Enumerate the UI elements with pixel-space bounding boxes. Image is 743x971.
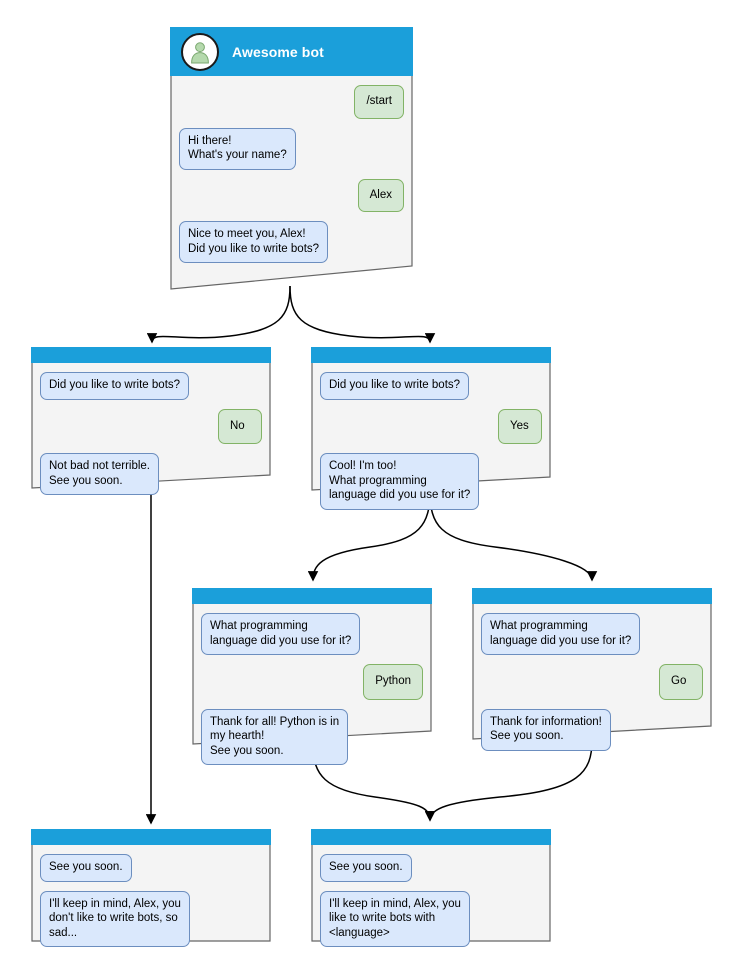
node-start-chat: /start Hi there! What's your name? Alex … bbox=[170, 76, 413, 272]
message-row: No bbox=[40, 408, 262, 444]
node-no-branch[interactable]: Did you like to write bots? No Not bad n… bbox=[31, 347, 271, 495]
message-row: I'll keep in mind, Alex, you like to wri… bbox=[320, 890, 542, 947]
message-row: Python bbox=[201, 664, 423, 700]
node-start[interactable]: Awesome bot /start Hi there! What's your… bbox=[170, 27, 413, 290]
node-end-sad[interactable]: See you soon. I'll keep in mind, Alex, y… bbox=[31, 829, 271, 947]
node-end-sad-titlebar bbox=[31, 829, 271, 845]
bot-message-bubble: What programming language did you use fo… bbox=[201, 613, 361, 655]
bot-message-bubble: I'll keep in mind, Alex, you like to wri… bbox=[320, 890, 470, 947]
bot-message-bubble: Thank for all! Python is in my hearth! S… bbox=[201, 708, 349, 765]
node-python-branch-chat: What programming language did you use fo… bbox=[192, 604, 432, 774]
user-message-bubble: Go bbox=[659, 664, 703, 700]
bot-message-bubble: Not bad not terrible. See you soon. bbox=[40, 453, 160, 495]
node-yes-branch-titlebar bbox=[311, 347, 551, 363]
message-row: Alex bbox=[179, 178, 404, 212]
bot-message-bubble: Thank for information! See you soon. bbox=[481, 708, 611, 751]
edge-start-to-yes bbox=[289, 285, 436, 344]
person-avatar-icon bbox=[181, 32, 219, 71]
user-message-bubble: No bbox=[218, 408, 262, 444]
bot-message-bubble: Did you like to write bots? bbox=[320, 372, 470, 400]
message-row: Go bbox=[481, 664, 703, 700]
message-row: I'll keep in mind, Alex, you don't like … bbox=[40, 890, 262, 947]
message-row: Yes bbox=[320, 408, 542, 444]
user-message-bubble: /start bbox=[354, 85, 404, 119]
message-row: Not bad not terrible. See you soon. bbox=[40, 453, 262, 495]
bot-message-bubble: Did you like to write bots? bbox=[40, 372, 190, 400]
node-go-branch-titlebar bbox=[472, 588, 712, 604]
node-go-branch[interactable]: What programming language did you use fo… bbox=[472, 588, 712, 751]
node-python-branch[interactable]: What programming language did you use fo… bbox=[192, 588, 432, 765]
edge-start-to-no bbox=[146, 285, 291, 344]
node-yes-branch-chat: Did you like to write bots? Yes Cool! I'… bbox=[311, 363, 551, 519]
bot-message-bubble: What programming language did you use fo… bbox=[481, 613, 641, 655]
message-row: Did you like to write bots? bbox=[40, 372, 262, 400]
message-row: Thank for information! See you soon. bbox=[481, 708, 703, 751]
bot-message-bubble: Cool! I'm too! What programming language… bbox=[320, 453, 480, 510]
bot-message-bubble: I'll keep in mind, Alex, you don't like … bbox=[40, 890, 190, 947]
bot-name-title: Awesome bot bbox=[232, 43, 324, 60]
message-row: Did you like to write bots? bbox=[320, 372, 542, 400]
message-row: /start bbox=[179, 85, 404, 119]
message-row: Nice to meet you, Alex! Did you like to … bbox=[179, 221, 404, 263]
message-row: What programming language did you use fo… bbox=[481, 613, 703, 655]
message-row: What programming language did you use fo… bbox=[201, 613, 423, 655]
bot-message-bubble: See you soon. bbox=[40, 854, 132, 882]
node-yes-branch[interactable]: Did you like to write bots? Yes Cool! I'… bbox=[311, 347, 551, 510]
message-row: See you soon. bbox=[40, 854, 262, 882]
message-row: Hi there! What's your name? bbox=[179, 127, 404, 170]
node-go-branch-chat: What programming language did you use fo… bbox=[472, 604, 712, 760]
node-end-happy[interactable]: See you soon. I'll keep in mind, Alex, y… bbox=[311, 829, 551, 947]
message-row: Cool! I'm too! What programming language… bbox=[320, 453, 542, 510]
user-message-bubble: Python bbox=[363, 664, 423, 700]
bot-message-bubble: See you soon. bbox=[320, 854, 412, 882]
node-start-titlebar: Awesome bot bbox=[170, 27, 413, 76]
message-row: See you soon. bbox=[320, 854, 542, 882]
node-python-branch-titlebar bbox=[192, 588, 432, 604]
node-end-sad-chat: See you soon. I'll keep in mind, Alex, y… bbox=[31, 845, 271, 956]
message-row: Thank for all! Python is in my hearth! S… bbox=[201, 708, 423, 765]
node-no-branch-titlebar bbox=[31, 347, 271, 363]
user-message-bubble: Yes bbox=[498, 408, 542, 444]
node-end-happy-chat: See you soon. I'll keep in mind, Alex, y… bbox=[311, 845, 551, 956]
bot-message-bubble: Hi there! What's your name? bbox=[179, 127, 296, 170]
node-no-branch-chat: Did you like to write bots? No Not bad n… bbox=[31, 363, 271, 504]
user-message-bubble: Alex bbox=[357, 178, 404, 212]
bot-message-bubble: Nice to meet you, Alex! Did you like to … bbox=[179, 221, 329, 263]
node-end-happy-titlebar bbox=[311, 829, 551, 845]
